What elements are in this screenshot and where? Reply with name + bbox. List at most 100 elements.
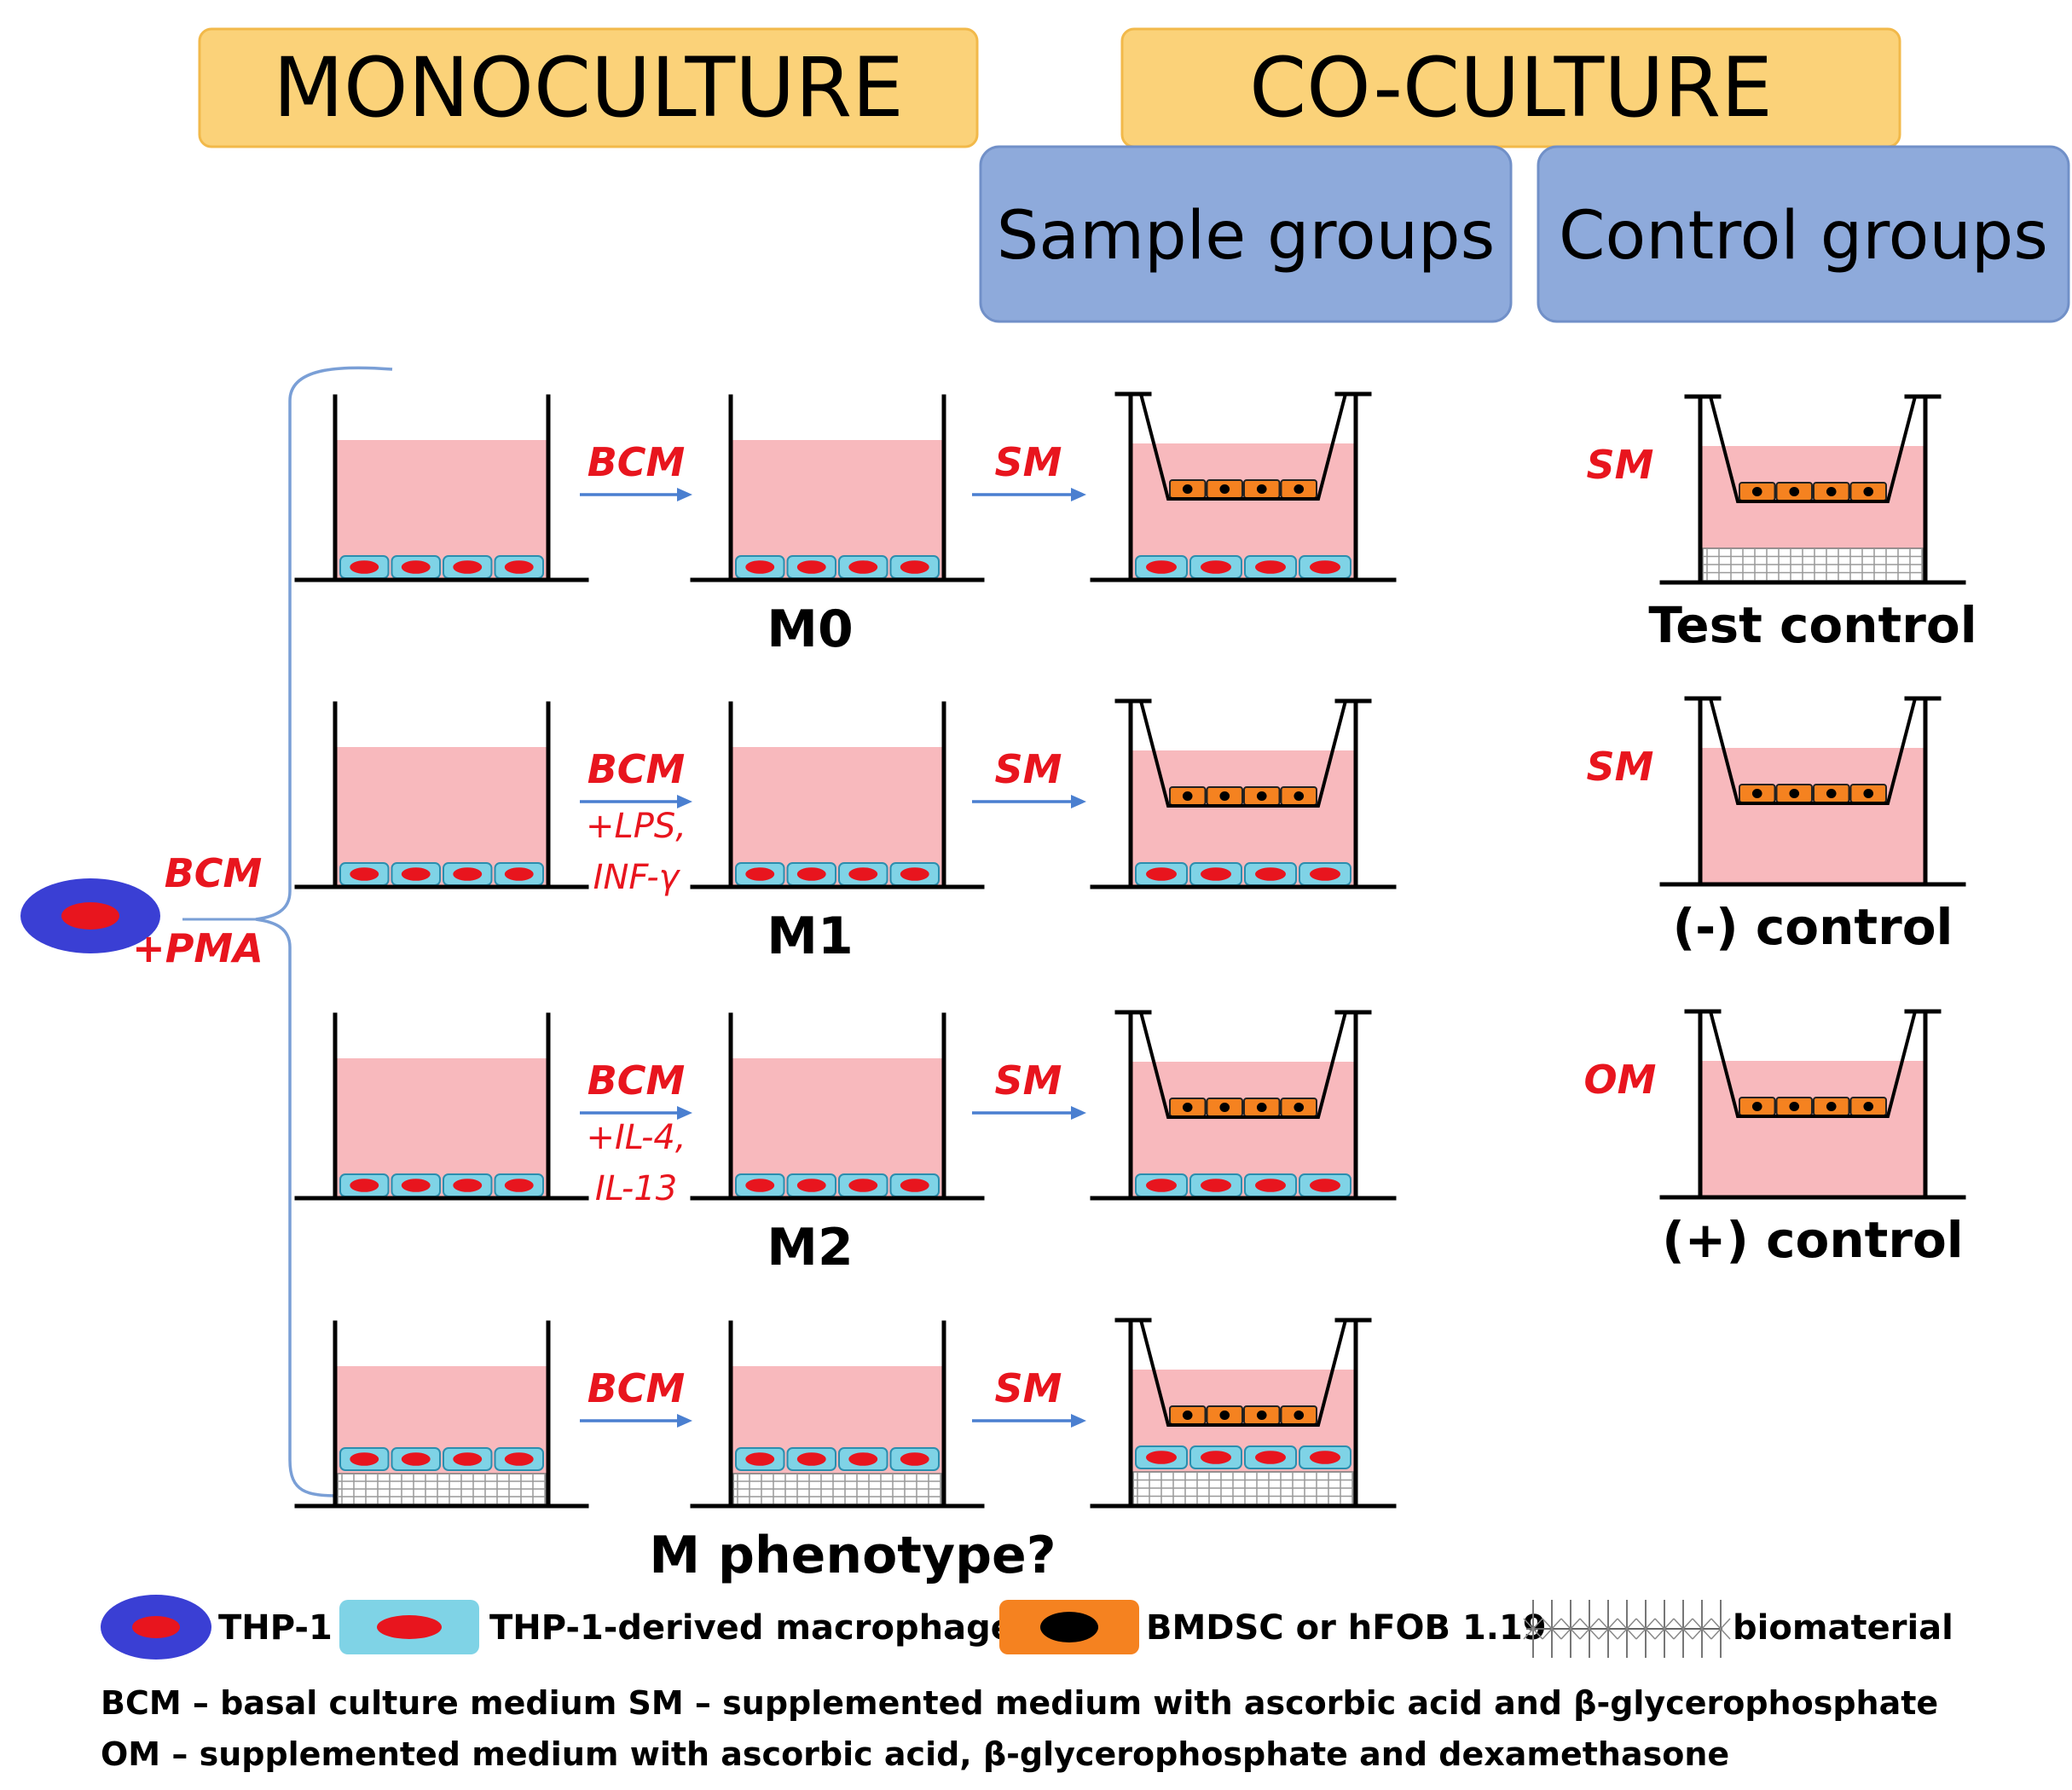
- legend: THP-1 THP-1-derived macrophage BMDSC or …: [101, 1595, 1953, 1773]
- bmdsc-nucleus: [1219, 1103, 1230, 1112]
- bmdsc-nucleus: [1789, 789, 1800, 798]
- macrophage-nucleus: [453, 560, 483, 574]
- sample-groups-header: Sample groups: [979, 145, 1513, 323]
- biomaterial-icon-line: [1654, 1618, 1675, 1640]
- legend-biomaterial-label: biomaterial: [1733, 1608, 1953, 1648]
- biomaterial-icon-line: [1523, 1618, 1543, 1640]
- macrophage-nucleus: [1255, 1451, 1286, 1464]
- macrophage-nucleus: [848, 867, 878, 881]
- macrophage-nucleus: [1310, 867, 1340, 881]
- bmdsc-nucleus: [1294, 1103, 1305, 1112]
- step2-medium-label: SM: [995, 1365, 1062, 1411]
- step1-additive-label: IL-13: [595, 1169, 677, 1208]
- arrow-head: [677, 1106, 692, 1120]
- macrophage-nucleus: [1201, 867, 1231, 881]
- sample-row: BCM +LPS, INF-γ SM M1: [294, 698, 1397, 966]
- transwell-insert: [1709, 1011, 1917, 1118]
- legend-note-line2: OM – supplemented medium with ascorbic a…: [101, 1735, 1729, 1773]
- control-groups-header: Control groups: [1537, 145, 2070, 323]
- macrophage-nucleus: [504, 1452, 534, 1466]
- macrophage-nucleus: [1310, 560, 1340, 574]
- legend-macrophage-label: THP-1-derived macrophage: [489, 1608, 1014, 1648]
- macrophage-nucleus: [1255, 867, 1286, 881]
- bmdsc-nucleus: [1751, 1102, 1762, 1111]
- macrophage-nucleus: [796, 560, 826, 574]
- thp1-start: BCM +PMA: [20, 850, 263, 971]
- macrophage-nucleus: [401, 1179, 431, 1192]
- group-brace: [255, 366, 393, 1497]
- bmdsc-nucleus: [1182, 791, 1193, 801]
- macrophage-nucleus: [848, 1452, 878, 1466]
- macrophage-nucleus: [350, 560, 379, 574]
- macrophage-nucleus: [1310, 1451, 1340, 1464]
- control-medium-label: SM: [1587, 442, 1654, 488]
- macrophage-nucleus: [350, 1452, 379, 1466]
- thp1-nucleus-icon: [61, 902, 119, 930]
- macrophage-nucleus: [1310, 1179, 1340, 1192]
- bmdsc-nucleus: [1182, 484, 1193, 494]
- arrow-head: [677, 795, 692, 808]
- arrow-head: [1071, 488, 1086, 501]
- coculture-title: CO-CULTURE: [1249, 40, 1773, 136]
- macrophage-nucleus: [796, 867, 826, 881]
- bmdsc-nucleus: [1219, 1411, 1230, 1420]
- bmdsc-nucleus: [1256, 1103, 1267, 1112]
- phenotype-label: M2: [767, 1218, 853, 1277]
- macrophage-nucleus: [401, 560, 431, 574]
- macrophage-nucleus: [900, 1452, 929, 1466]
- bmdsc-nucleus: [1751, 789, 1762, 798]
- start-medium-label: BCM: [165, 850, 263, 896]
- bmdsc-nucleus: [1294, 1411, 1305, 1420]
- control-label: (+) control: [1662, 1211, 1963, 1269]
- macrophage-nucleus: [504, 560, 534, 574]
- biomaterial-icon-line: [1560, 1618, 1581, 1640]
- transwell-insert: [1139, 1319, 1347, 1427]
- macrophage-nucleus: [1255, 1179, 1286, 1192]
- macrophage-nucleus: [1201, 1179, 1231, 1192]
- bmdsc-nucleus: [1182, 1411, 1193, 1420]
- monoculture-title: MONOCULTURE: [273, 40, 904, 136]
- bmdsc-nucleus: [1294, 484, 1305, 494]
- culture-medium: [1700, 1061, 1925, 1197]
- bmdsc-nucleus: [1789, 487, 1800, 496]
- step1-additive-label: INF-γ: [593, 858, 681, 897]
- biomaterial-icon-line: [1692, 1618, 1712, 1640]
- bmdsc-nucleus: [1826, 1102, 1837, 1111]
- control-label: Test control: [1648, 596, 1977, 654]
- phenotype-label: M1: [767, 907, 853, 966]
- bmdsc-nucleus: [1182, 1103, 1193, 1112]
- biomaterial-icon-line: [1542, 1618, 1562, 1640]
- macrophage-nucleus: [350, 1179, 379, 1192]
- bmdsc-nucleus: [1256, 791, 1267, 801]
- legend-biomaterial-icon: [1523, 1600, 1731, 1658]
- biomaterial-icon-line: [1579, 1618, 1600, 1640]
- macrophage-nucleus: [848, 1179, 878, 1192]
- bmdsc-nucleus: [1256, 484, 1267, 494]
- step1-additive-label: +LPS,: [586, 807, 686, 846]
- step2-medium-label: SM: [995, 746, 1062, 792]
- biomaterial-icon-line: [1598, 1618, 1618, 1640]
- biomaterial-icon-line: [1617, 1618, 1637, 1640]
- macrophage-nucleus: [1255, 560, 1286, 574]
- monoculture-header: MONOCULTURE: [198, 27, 979, 148]
- legend-bmdsc-label: BMDSC or hFOB 1.19: [1146, 1608, 1547, 1648]
- control-label: (-) control: [1673, 898, 1953, 956]
- step1-medium-label: BCM: [587, 746, 686, 792]
- transwell-insert: [1709, 396, 1917, 503]
- macrophage-nucleus: [1201, 560, 1231, 574]
- transwell-insert: [1139, 700, 1347, 808]
- macrophage-nucleus: [900, 1179, 929, 1192]
- coculture-header: CO-CULTURE: [1120, 27, 1901, 148]
- biomaterial-icon-line: [1673, 1618, 1693, 1640]
- macrophage-nucleus: [350, 867, 379, 881]
- macrophage-nucleus: [1146, 1451, 1177, 1464]
- arrow-head: [677, 1414, 692, 1428]
- macrophage-nucleus: [900, 560, 929, 574]
- phenotype-label: M phenotype?: [649, 1526, 1056, 1585]
- macrophage-nucleus: [1201, 1451, 1231, 1464]
